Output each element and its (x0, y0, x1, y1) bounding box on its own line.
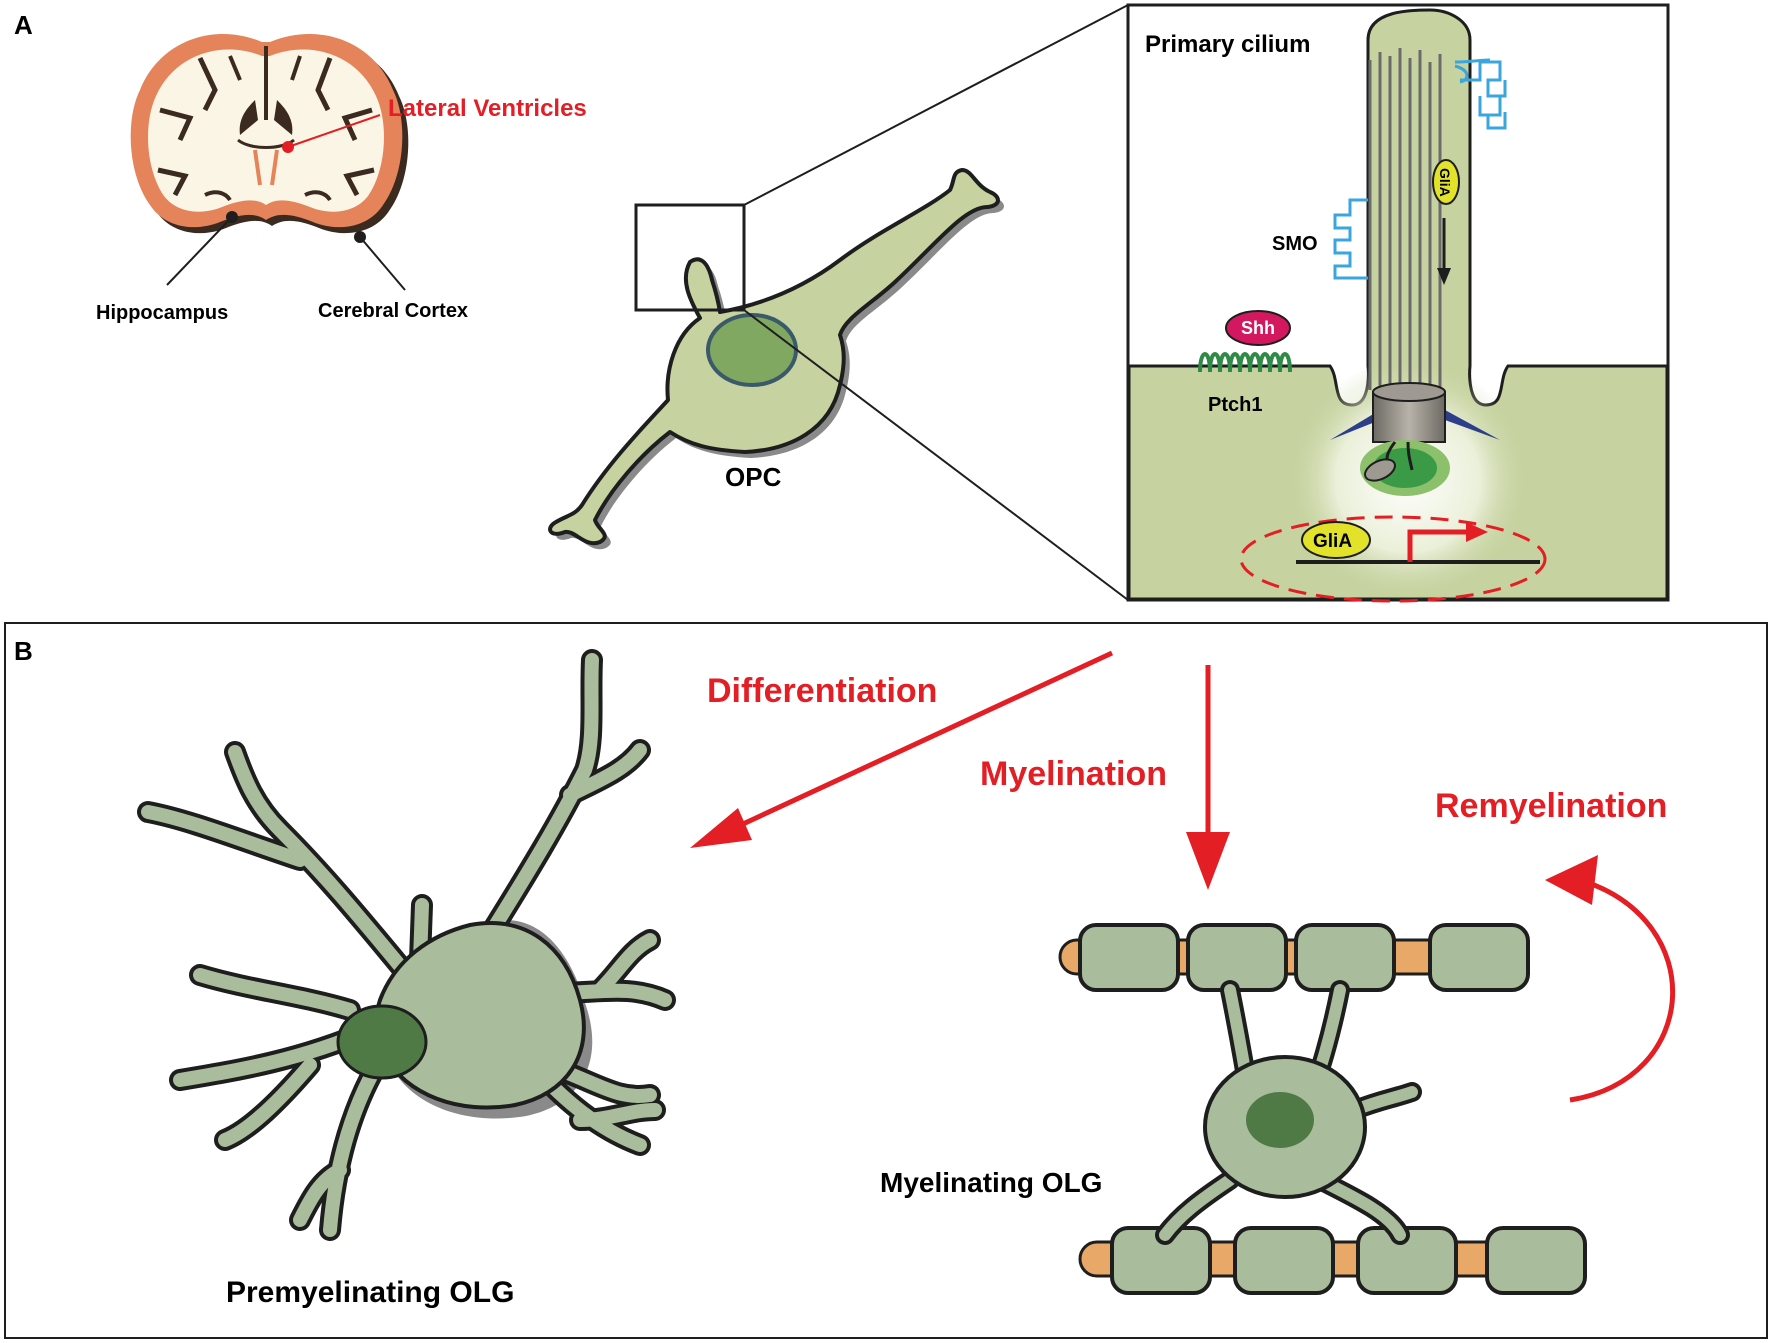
lateral-ventricles-pointer (287, 114, 381, 148)
hippocampus-pointer (166, 216, 233, 286)
panel-a-letter: A (14, 10, 33, 40)
premyelinating-nucleus (336, 1004, 428, 1080)
lateral-ventricles-label: Lateral Ventricles (388, 95, 587, 122)
myelinating-olg (1058, 923, 1587, 1295)
differentiation-arrow (728, 650, 1114, 833)
cerebral-cortex-pointer (359, 236, 406, 291)
panel-b-letter: B (14, 636, 33, 666)
remyelination-arrow (1569, 877, 1676, 1103)
premyelinating-label: Premyelinating OLG (226, 1276, 514, 1309)
panel-b-frame (4, 622, 1768, 1339)
zoom-line-top (743, 4, 1129, 206)
brain-section (130, 33, 409, 234)
glia-nucleus-label: GliA (1313, 531, 1352, 552)
hippocampus-label: Hippocampus (96, 302, 228, 324)
shh-label: Shh (1241, 318, 1275, 338)
zoom-line-bottom (743, 309, 1129, 601)
ptch1-label: Ptch1 (1208, 394, 1262, 416)
shh-ligand (1225, 310, 1291, 346)
zoom-box (634, 203, 746, 312)
premyelinating-olg (137, 649, 676, 1241)
myelinating-label: Myelinating OLG (880, 1167, 1102, 1198)
myelinating-nucleus (1246, 1092, 1314, 1148)
cilium-inset: GliA SMO Shh Ptch1 GliA (1126, 3, 1670, 603)
cerebral-cortex-label: Cerebral Cortex (318, 300, 468, 322)
hippocampus-dot (226, 211, 238, 223)
opc-nucleus (706, 313, 798, 387)
primary-cilium-title: Primary cilium (1145, 31, 1310, 58)
opc-label: OPC (725, 462, 782, 492)
glia-nucleus (1301, 521, 1371, 559)
glia-cilium-label: GliA (1437, 168, 1453, 197)
myelination-label: Myelination (980, 755, 1167, 793)
smo-label: SMO (1272, 233, 1318, 255)
differentiation-label: Differentiation (707, 672, 937, 710)
remyelination-label: Remyelination (1435, 787, 1667, 825)
opc-cell (548, 168, 1004, 550)
cerebral-cortex-dot (354, 231, 366, 243)
lateral-ventricles-dot (282, 141, 294, 153)
nucleus-dashed (1239, 515, 1547, 603)
